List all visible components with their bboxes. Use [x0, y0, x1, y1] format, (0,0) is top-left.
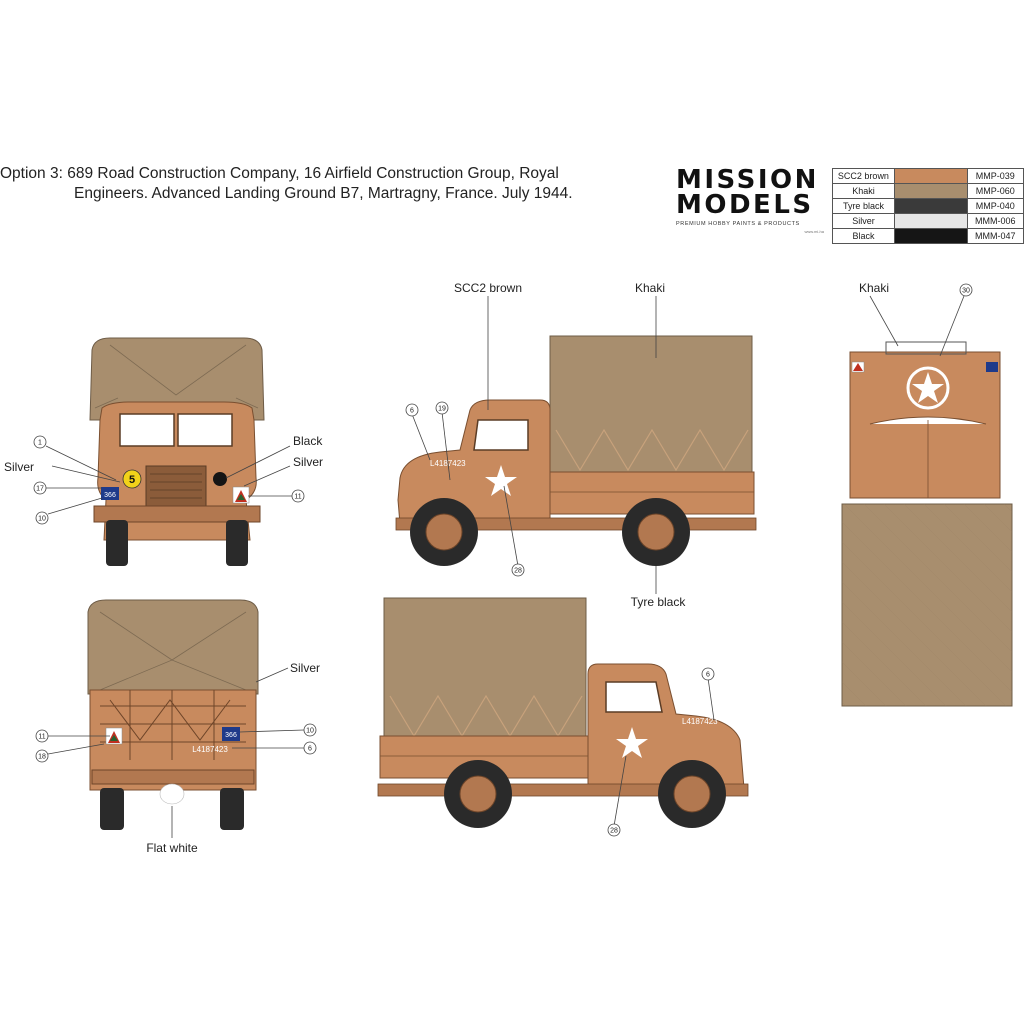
air-recognition-circle [906, 366, 950, 410]
callout-30: 30 [959, 283, 973, 297]
unit-sign-rear-code: 366 [225, 732, 237, 739]
logo-url: www.mi-ha [804, 229, 824, 234]
caption-line-2: Engineers. Advanced Landing Ground B7, M… [74, 185, 573, 202]
label-tyre-black: Tyre black [631, 595, 687, 609]
front-view: 5 366 [89, 337, 265, 566]
left-registration: L4187423 [682, 717, 718, 726]
callout-11-rear: 11 [35, 729, 49, 743]
rear-canopy [87, 599, 259, 695]
callout-6-rear: 6 [303, 741, 317, 755]
label-khaki-top: Khaki [859, 281, 889, 295]
logo-word-models: MODELS [676, 190, 814, 220]
svg-text:18: 18 [38, 754, 46, 761]
palette-swatch [893, 228, 968, 244]
front-bumper [93, 505, 261, 523]
side-star [485, 465, 517, 496]
callout-28-left: 28 [607, 823, 621, 837]
front-canopy [89, 337, 265, 421]
svg-text:11: 11 [38, 734, 45, 741]
label-silver-front-right: Silver [293, 455, 323, 469]
unit-sign-front [101, 487, 119, 500]
rear-tyre-right [220, 788, 244, 830]
callout-28-side: 28 [511, 563, 525, 577]
callout-10-rear: 10 [303, 723, 317, 737]
svg-text:17: 17 [36, 486, 44, 493]
front-windscreen-left [119, 413, 175, 447]
front-windscreen-right [177, 413, 233, 447]
top-view [841, 341, 1013, 707]
palette-swatch [893, 213, 968, 229]
label-khaki-side: Khaki [635, 281, 665, 295]
left-canopy [383, 597, 587, 739]
option-caption: Option 3: 689 Road Construction Company,… [0, 164, 640, 204]
palette-paint-code: MMM-047 [966, 228, 1024, 244]
label-black: Black [293, 434, 323, 448]
rear-view: 366 L4187423 [87, 599, 289, 830]
palette-swatch [893, 198, 968, 214]
caption-line-1: Option 3: 689 Road Construction Company,… [0, 165, 559, 182]
label-silver-front-left: Silver [4, 460, 34, 474]
leader-lines [45, 295, 965, 838]
palette-swatch [893, 168, 968, 184]
rear-registration: L4187423 [192, 745, 228, 754]
palette-row: Black MMM-047 [832, 228, 1024, 244]
palette-swatch [893, 183, 968, 199]
mission-models-logo: MISSION MODELS PREMIUM HOBBY PAINTS & PR… [676, 165, 828, 234]
left-side-view: L4187423 [377, 597, 749, 828]
svg-text:11: 11 [294, 494, 301, 501]
bridge-plate-number: 5 [129, 474, 135, 486]
palette-color-name: Black [832, 228, 895, 244]
svg-text:28: 28 [514, 568, 522, 575]
unit-sign-rear [222, 727, 240, 741]
svg-text:28: 28 [610, 828, 618, 835]
unit-sign-front-code: 366 [104, 492, 116, 499]
svg-text:10: 10 [38, 516, 46, 523]
callout-10-front: 10 [35, 511, 49, 525]
bridge-plate [122, 469, 142, 489]
label-flat-white: Flat white [146, 841, 198, 855]
side-cab [397, 399, 551, 525]
color-labels: SCC2 brown Khaki Khaki Tyre black Black … [4, 281, 889, 855]
svg-text:6: 6 [706, 672, 710, 679]
label-silver-rear: Silver [290, 661, 320, 675]
left-star [616, 727, 648, 758]
svg-text:6: 6 [308, 746, 312, 753]
top-cab-roof [849, 351, 1001, 499]
svg-text:19: 19 [438, 406, 446, 413]
rear-tyre-left [100, 788, 124, 830]
left-window [605, 681, 663, 713]
callout-1: 1 [33, 435, 47, 449]
callout-6-side: 6 [405, 403, 419, 417]
logo-word-mission: MISSION [676, 165, 819, 195]
right-side-view: L4187423 [395, 335, 757, 566]
callout-18: 18 [35, 749, 49, 763]
svg-text:30: 30 [962, 288, 970, 295]
side-window [473, 419, 529, 451]
air-recognition-star [912, 372, 944, 403]
front-tyre-left [106, 520, 128, 566]
front-tyre-right [226, 520, 248, 566]
svg-text:6: 6 [410, 408, 414, 415]
side-canopy [549, 335, 753, 475]
front-grille [145, 465, 207, 507]
callout-19: 19 [435, 401, 449, 415]
callout-6-left: 6 [701, 667, 715, 681]
svg-text:1: 1 [38, 440, 42, 447]
label-scc2-brown: SCC2 brown [454, 281, 522, 295]
callout-markers: 1 17 10 11 6 19 28 30 11 18 10 6 6 28 [33, 283, 973, 837]
front-headlight-black [213, 472, 227, 486]
svg-text:10: 10 [306, 728, 314, 735]
callout-11-front: 11 [291, 489, 305, 503]
tail-light-white [159, 783, 185, 805]
logo-tagline: PREMIUM HOBBY PAINTS & PRODUCTS [676, 221, 800, 227]
callout-17: 17 [33, 481, 47, 495]
